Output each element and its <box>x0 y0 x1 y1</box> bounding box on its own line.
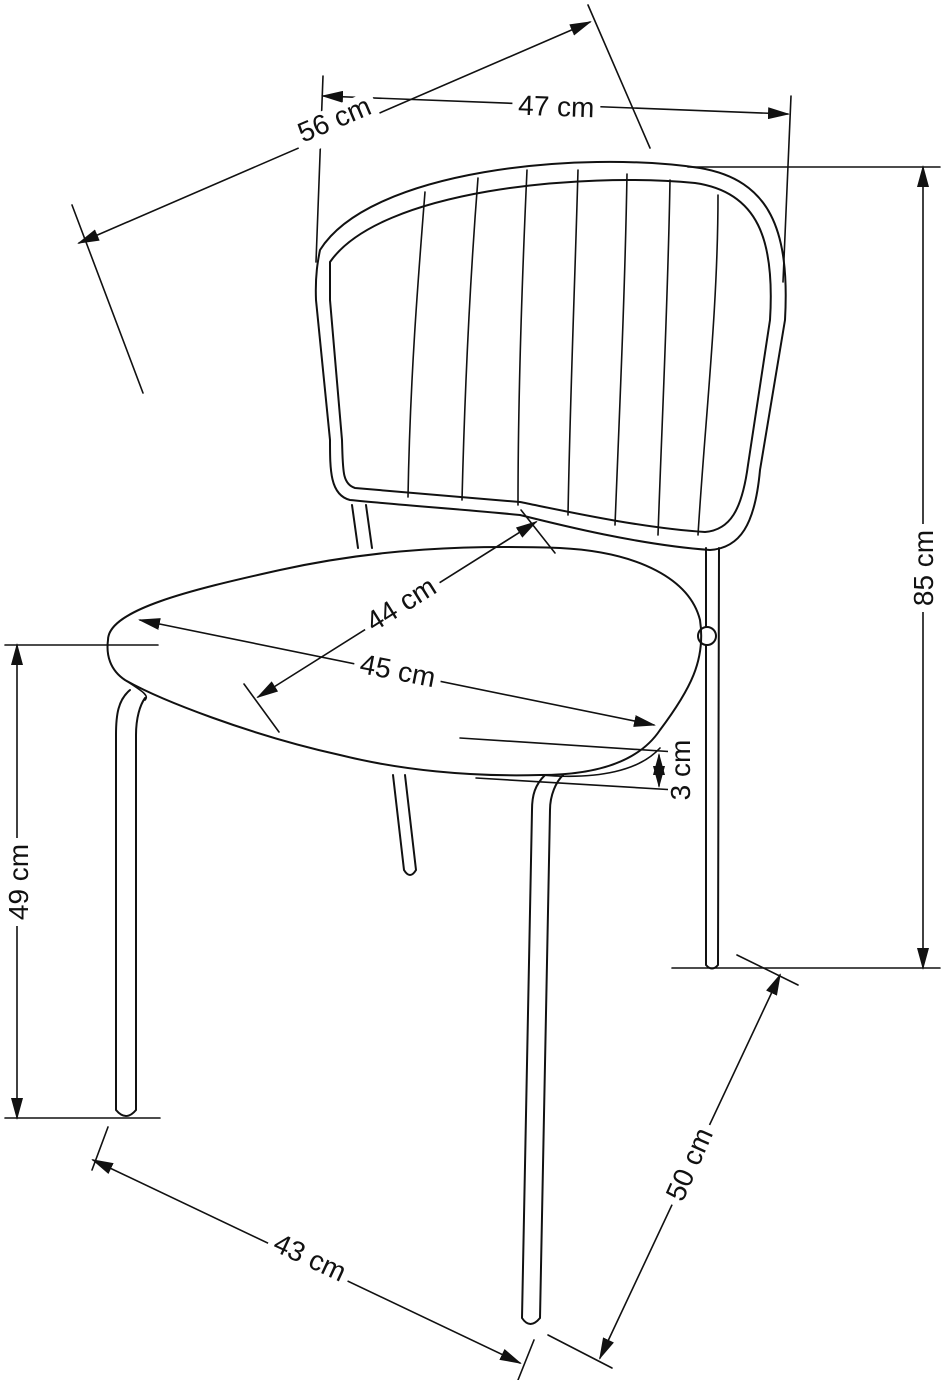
extension-lines <box>4 4 941 1380</box>
seat-bracket <box>697 626 717 646</box>
label-seat-thickness: 3 cm <box>665 740 696 801</box>
backrest-outline <box>314 160 787 551</box>
backrest-inner <box>329 179 772 533</box>
leg-front-left <box>115 689 146 1117</box>
label-seat-height: 49 cm <box>3 844 34 920</box>
seat-edge <box>124 679 661 778</box>
leg-back-middle <box>392 774 417 876</box>
backrest-channels <box>407 169 719 536</box>
label-height-total: 85 cm <box>908 530 939 606</box>
label-width-back: 47 cm <box>518 90 595 124</box>
leg-front-right <box>521 774 564 1325</box>
rear-leg-right <box>705 547 720 970</box>
dimension-arrows <box>11 21 929 1364</box>
dimension-labels: 56 cm 47 cm 85 cm 49 cm 43 cm 50 cm 44 c… <box>3 90 944 1296</box>
rear-leg-left <box>351 504 373 549</box>
